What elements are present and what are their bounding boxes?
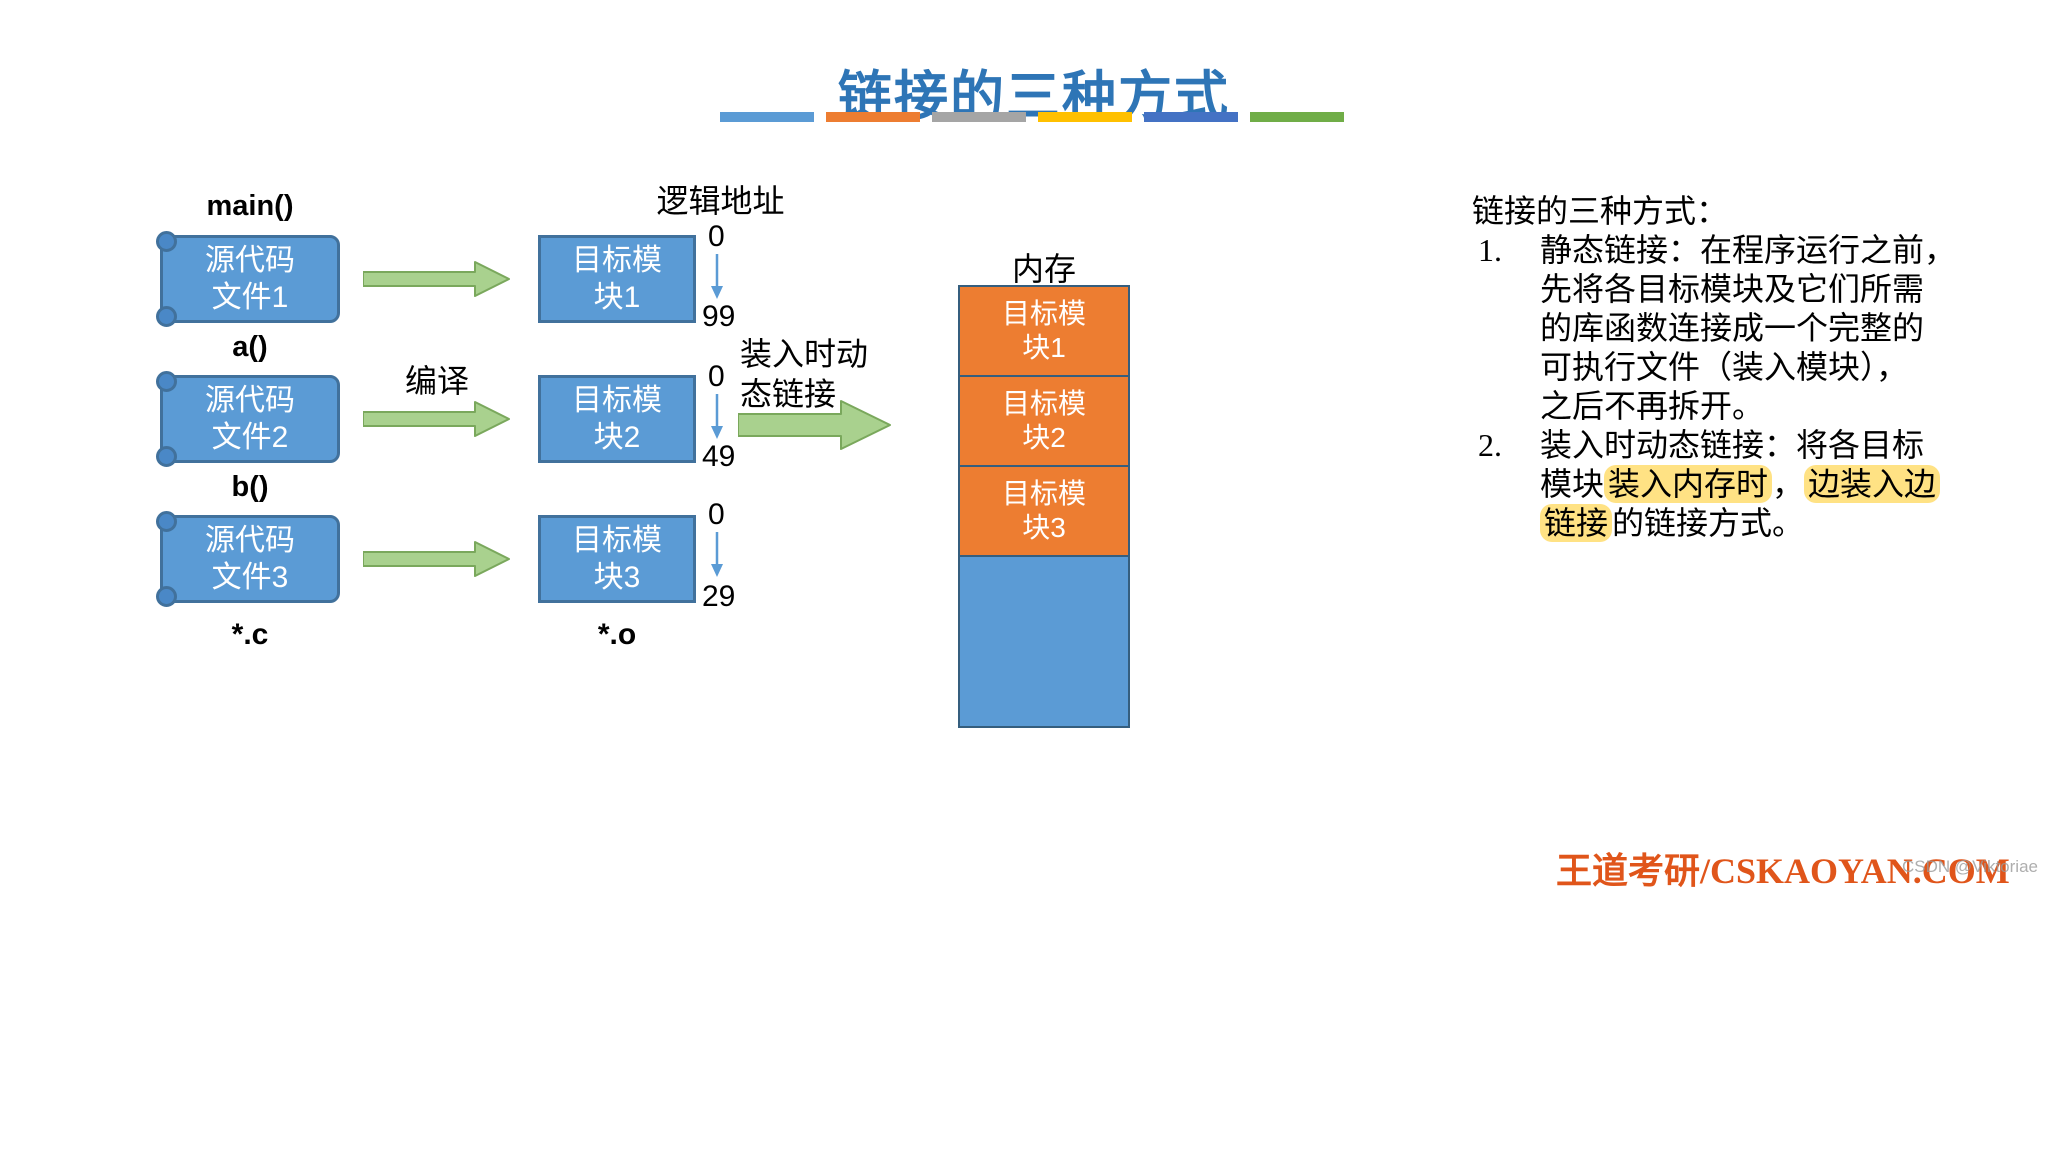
- memory-block: 目标模 块1: [960, 287, 1128, 377]
- accent-bar: [720, 112, 814, 122]
- address-start: 0: [708, 360, 725, 393]
- accent-bar: [826, 112, 920, 122]
- compile-arrow-icon: [363, 401, 510, 437]
- address-end: 49: [702, 440, 736, 473]
- list-item-text: 静态链接：在程序运行之前，先将各目标模块及它们所需的库函数连接成一个完整的可执行…: [1540, 232, 1957, 424]
- memory-block-line1: 目标模: [1001, 388, 1086, 419]
- object-module-line1: 目标模: [572, 384, 662, 417]
- source-file-line1: 源代码: [205, 244, 295, 277]
- memory-block-line2: 块1: [1022, 332, 1066, 363]
- source-extension-label: *.c: [231, 618, 269, 651]
- memory-column: 目标模 块1 目标模 块2 目标模 块3: [958, 285, 1130, 728]
- source-file-shape: 源代码 文件1: [156, 231, 340, 327]
- notes-heading: 链接的三种方式：: [1472, 193, 1729, 229]
- object-module-box: 目标模 块2: [538, 375, 696, 463]
- compile-label: 编译: [404, 363, 469, 399]
- function-label: b(): [231, 471, 269, 503]
- notes-panel: 链接的三种方式： 1. 静态链接：在程序运行之前，先将各目标模块及它们所需的库函…: [1462, 192, 2058, 543]
- object-module-box: 目标模 块3: [538, 515, 696, 603]
- address-end: 29: [702, 580, 736, 613]
- brand-footer: 王道考研/CSKAOYAN.COM: [1556, 851, 2010, 891]
- accent-bar: [1144, 112, 1238, 122]
- function-label: main(): [206, 190, 294, 222]
- source-file-shape: 源代码 文件2: [156, 371, 340, 467]
- object-module-line2: 块2: [593, 421, 641, 454]
- source-file-shape: 源代码 文件3: [156, 511, 340, 607]
- title-underline: [720, 112, 1344, 122]
- address-range-arrow-icon: [711, 394, 723, 439]
- memory-block-line2: 块3: [1022, 512, 1066, 543]
- source-file-line1: 源代码: [205, 384, 295, 417]
- accent-bar: [1250, 112, 1344, 122]
- list-item-number: 1.: [1478, 232, 1502, 268]
- accent-bar: [932, 112, 1026, 122]
- object-module-line2: 块3: [593, 561, 641, 594]
- source-file-line2: 文件1: [211, 281, 289, 314]
- address-range-arrow-icon: [711, 254, 723, 299]
- accent-bar: [1038, 112, 1132, 122]
- memory-block: 目标模 块3: [960, 467, 1128, 557]
- memory-label: 内存: [1011, 251, 1076, 287]
- object-module-line2: 块1: [593, 281, 641, 314]
- list-item-text: 装入时动态链接：将各目标模块装入内存时，边装入边链接的链接方式。: [1540, 426, 2058, 543]
- load-time-link-label: 装入时动 态链接: [740, 336, 869, 412]
- list-item-number: 2.: [1478, 427, 1502, 463]
- list-item: 2. 装入时动态链接：将各目标模块装入内存时，边装入边链接的链接方式。: [1462, 426, 2058, 543]
- memory-block: 目标模 块2: [960, 377, 1128, 467]
- object-module-line1: 目标模: [572, 524, 662, 557]
- logical-address-label: 逻辑地址: [656, 183, 785, 219]
- load-link-arrow-icon: [738, 400, 891, 450]
- address-end: 99: [702, 300, 736, 333]
- source-file-line2: 文件3: [211, 561, 289, 594]
- compile-arrow-icon: [363, 541, 510, 577]
- function-label: a(): [232, 331, 268, 363]
- watermark: CSDN @Viktoriae: [1902, 857, 2038, 876]
- object-module-box: 目标模 块1: [538, 235, 696, 323]
- memory-block-line1: 目标模: [1001, 478, 1086, 509]
- memory-block-line2: 块2: [1022, 422, 1066, 453]
- address-start: 0: [708, 498, 725, 531]
- list-item: 1. 静态链接：在程序运行之前，先将各目标模块及它们所需的库函数连接成一个完整的…: [1462, 231, 2058, 426]
- object-module-line1: 目标模: [572, 244, 662, 277]
- source-file-line2: 文件2: [211, 421, 289, 454]
- compile-arrow-icon: [363, 261, 510, 297]
- address-range-arrow-icon: [711, 532, 723, 577]
- source-file-line1: 源代码: [205, 524, 295, 557]
- object-extension-label: *.o: [597, 618, 637, 651]
- address-start: 0: [708, 220, 725, 253]
- memory-block-line1: 目标模: [1001, 298, 1086, 329]
